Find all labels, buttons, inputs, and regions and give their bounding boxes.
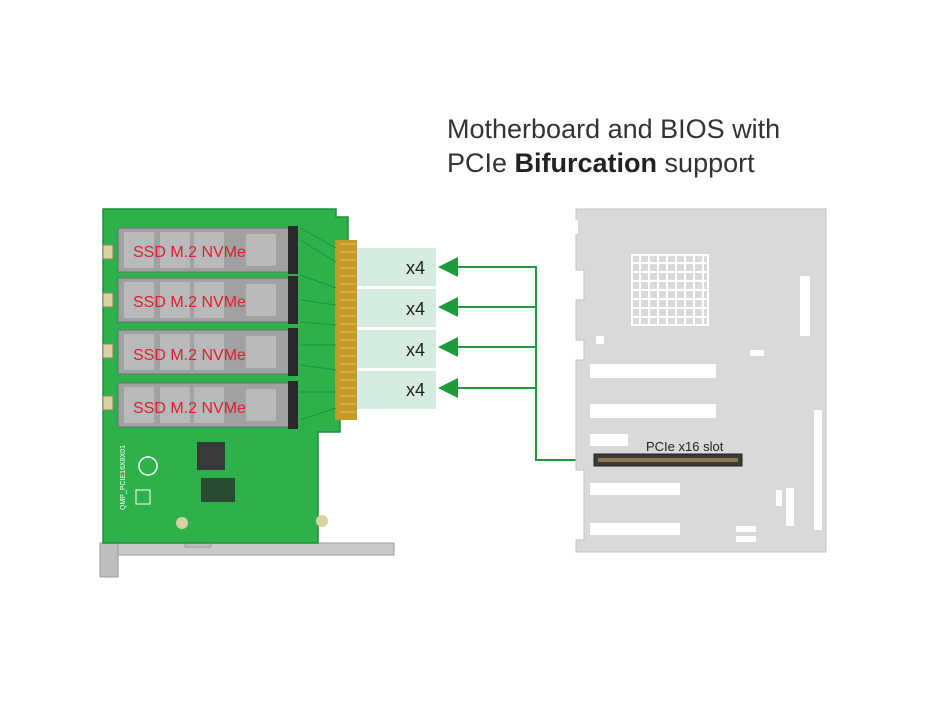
expansion-slots <box>570 220 822 542</box>
lane-bands <box>350 248 436 409</box>
standoff-screws <box>102 244 114 411</box>
lane-band-3 <box>350 330 436 368</box>
lane-label-2: x4 <box>406 299 425 319</box>
ssd-label-1: SSD M.2 NVMe <box>133 244 246 261</box>
gold-fingers-edge <box>335 240 357 420</box>
ssd-label-4: SSD M.2 NVMe <box>133 400 246 417</box>
lane-labels: x4 x4 x4 x4 <box>406 258 425 400</box>
title-bold-word: Bifurcation <box>514 148 658 178</box>
mount-hole-right <box>316 515 328 527</box>
lane-label-1: x4 <box>406 258 425 278</box>
ssd-module-3: SSD M.2 NVMe <box>117 328 298 376</box>
lane-arrows <box>438 257 596 461</box>
lane-label-3: x4 <box>406 340 425 360</box>
ssd-modules: SSD M.2 NVMe SSD M.2 NVMe SSD M.2 NVMe S… <box>117 226 298 429</box>
lane-band-1 <box>350 248 436 286</box>
weee-mark <box>135 489 151 505</box>
ssd-label-2: SSD M.2 NVMe <box>133 294 246 311</box>
title-line-1: Motherboard and BIOS with <box>447 114 781 144</box>
pcb-silkscreen: QMP_PCIE16X8X01 <box>120 445 127 510</box>
cpu-socket <box>631 254 709 326</box>
lane-band-2 <box>350 289 436 327</box>
ssd-module-2: SSD M.2 NVMe <box>117 276 298 324</box>
arrow-lane-1 <box>438 257 596 461</box>
motherboard: PCIe x16 slot <box>570 208 827 553</box>
lane-label-4: x4 <box>406 380 425 400</box>
mount-hole-left <box>176 517 188 529</box>
title-prefix: PCIe <box>447 148 515 178</box>
lane-band-4 <box>350 371 436 409</box>
ssd-label-3: SSD M.2 NVMe <box>133 347 246 364</box>
title-line-2: PCIe Bifurcation support <box>447 146 780 180</box>
title-suffix: support <box>657 148 755 178</box>
inductor <box>197 442 225 470</box>
gold-fingers <box>340 243 356 413</box>
diagram-title: Motherboard and BIOS with PCIe Bifurcati… <box>447 112 780 180</box>
controller-chip <box>201 478 235 502</box>
ssd-module-1: SSD M.2 NVMe <box>117 226 298 274</box>
ssd-module-4: SSD M.2 NVMe <box>117 381 298 429</box>
pcie-slot-label: PCIe x16 slot <box>646 439 724 454</box>
pcie-slot-pins <box>598 458 738 462</box>
rohs-mark <box>138 456 158 476</box>
pcb-traces <box>299 227 337 421</box>
